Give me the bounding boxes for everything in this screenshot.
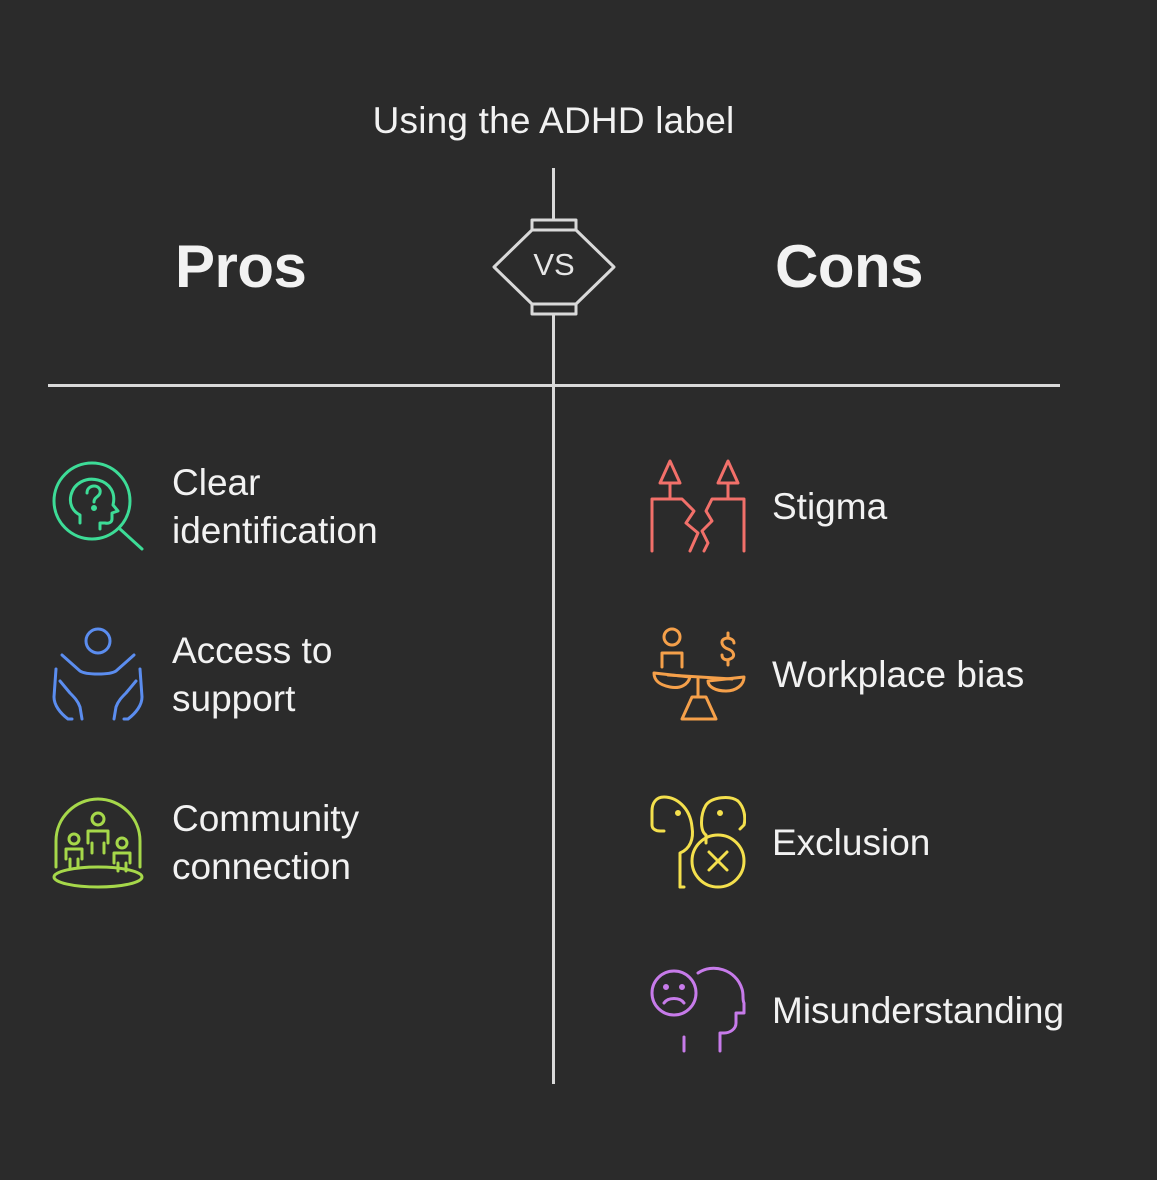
hands-support-person-icon bbox=[50, 627, 146, 723]
pros-item-label: Access to support bbox=[172, 630, 333, 719]
biased-scale-icon bbox=[650, 627, 746, 723]
cons-item-stigma: Stigma bbox=[650, 459, 887, 555]
cons-item-misunderstanding: Misunderstanding bbox=[650, 963, 1064, 1059]
vs-label: VS bbox=[533, 247, 575, 282]
cons-heading: Cons bbox=[775, 233, 924, 300]
head-question-magnifier-icon bbox=[50, 459, 146, 555]
cons-item-exclusion: Exclusion bbox=[650, 795, 930, 891]
cons-item-label: Workplace bias bbox=[772, 654, 1025, 695]
sad-head-icon bbox=[650, 963, 746, 1059]
pros-item-clear-identification: Clear identification bbox=[50, 459, 378, 555]
diagram-title: Using the ADHD label bbox=[372, 100, 735, 141]
divider-bottom bbox=[552, 308, 555, 1084]
cons-item-label: Exclusion bbox=[772, 822, 931, 863]
pros-item-access-to-support: Access to support bbox=[50, 627, 332, 723]
pros-item-label: Community connection bbox=[172, 798, 360, 887]
community-dome-icon bbox=[50, 795, 146, 891]
divider-top bbox=[552, 168, 555, 224]
divider-horizontal bbox=[48, 384, 1060, 387]
cons-item-workplace-bias: Workplace bias bbox=[650, 627, 1024, 723]
cons-item-label: Stigma bbox=[772, 486, 888, 527]
pros-heading: Pros bbox=[175, 233, 307, 300]
pros-item-label: Clear identification bbox=[172, 462, 378, 551]
broken-ground-icon bbox=[650, 459, 746, 555]
vs-arrow-icon bbox=[492, 218, 616, 316]
cons-item-label: Misunderstanding bbox=[772, 990, 1065, 1031]
pros-item-community-connection: Community connection bbox=[50, 795, 359, 891]
excluded-heads-icon bbox=[650, 795, 746, 891]
